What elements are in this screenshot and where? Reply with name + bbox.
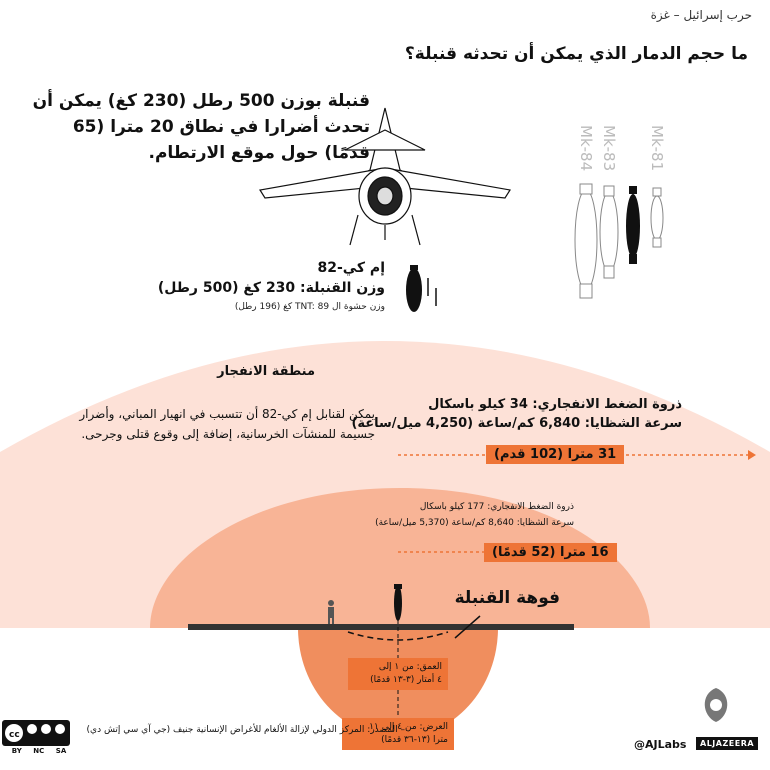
aljazeera-badge: ALJAZEERA xyxy=(696,737,759,750)
mk82-bomb-icon xyxy=(406,265,437,312)
crater-depth-label: العمق: من ١ إلى ٤ أمتار (٣-١٣ قدمًا) xyxy=(348,658,448,690)
bomb-filling: وزن حشوة ال TNT: 89 كغ (196 رطل) xyxy=(234,302,385,312)
impact-bomb-icon xyxy=(394,584,402,621)
inner-range-label: 16 مترا (52 قدمًا) xyxy=(484,543,617,562)
person-icon xyxy=(328,600,334,624)
crater-label-leader xyxy=(454,615,481,639)
cc-license-badge: cc xyxy=(2,720,70,746)
cc-by-label: BY xyxy=(11,747,22,755)
kicker-label: حرب إسرائيل – غزة xyxy=(650,8,752,22)
cc-nc-label: NC xyxy=(33,747,45,755)
inner-blast-zone xyxy=(150,488,650,628)
crater-depth-line1: العمق: من ١ إلى xyxy=(378,662,442,672)
blast-zone-title: منطقة الانفجار xyxy=(217,364,315,379)
mk82-silhouette-icon xyxy=(626,186,640,264)
blast-zone-description: يمكن لقنابل إم كي-82 أن تتسبب في انهيار … xyxy=(79,407,375,441)
outer-fragment-speed: سرعة الشظايا: 6,840 كم/ساعة (4,250 ميل/س… xyxy=(351,416,682,431)
headline: ما حجم الدمار الذي يمكن أن تحدثه قنبلة؟ xyxy=(404,44,748,64)
lead-text: قنبلة بوزن 500 رطل (230 كغ) يمكن أن تحدث… xyxy=(32,91,370,163)
mk81-label: Mk-81 xyxy=(648,125,666,172)
fighter-jet-icon xyxy=(259,107,511,246)
inner-fragment-speed: سرعة الشظايا: 8,640 كم/ساعة (5,370 ميل/س… xyxy=(375,518,574,528)
crater-width-line1: العرض: من ٤ إلى ١١ xyxy=(369,722,448,732)
cc-sa-label: SA xyxy=(55,747,67,755)
mk83-bomb-icon xyxy=(599,185,619,279)
outer-range-label: 31 مترا (102 قدم) xyxy=(486,445,625,464)
svg-text:cc: cc xyxy=(9,730,20,740)
source-credit: – المصدر: المركز الدولي لإزالة الألغام ل… xyxy=(86,725,405,735)
ajlabs-credit[interactable]: @AJLabs xyxy=(634,738,687,751)
crater-title: فوهة القنبلة xyxy=(454,588,560,608)
bomb-weight: وزن القنبلة: 230 كغ (500 رطل) xyxy=(157,280,385,296)
mk81-bomb-icon xyxy=(650,187,664,248)
outer-range-arrowhead xyxy=(748,450,756,460)
mk84-bomb-icon xyxy=(574,183,598,299)
crater-depth-line2: ٤ أمتار (٣-١٣ قدمًا) xyxy=(370,675,442,685)
ground-line xyxy=(188,624,574,630)
cc-license-terms: BY NC SA xyxy=(6,747,72,755)
inner-pressure: ذروة الضغط الانفجاري: 177 كيلو باسكال xyxy=(419,502,574,512)
bomb-name: إم كي-82 xyxy=(317,260,385,276)
aljazeera-logo-icon xyxy=(704,688,728,722)
mk83-label: Mk-83 xyxy=(600,125,618,172)
crater-outline xyxy=(347,631,449,641)
crater-width-label: العرض: من ٤ إلى ١١ مترا (١٣-٣٦ قدمًا) xyxy=(342,718,454,750)
mk84-label: Mk-84 xyxy=(577,125,595,172)
crater-width-line2: مترا (١٣-٣٦ قدمًا) xyxy=(381,735,448,745)
outer-pressure: ذروة الضغط الانفجاري: 34 كيلو باسكال xyxy=(428,397,682,412)
